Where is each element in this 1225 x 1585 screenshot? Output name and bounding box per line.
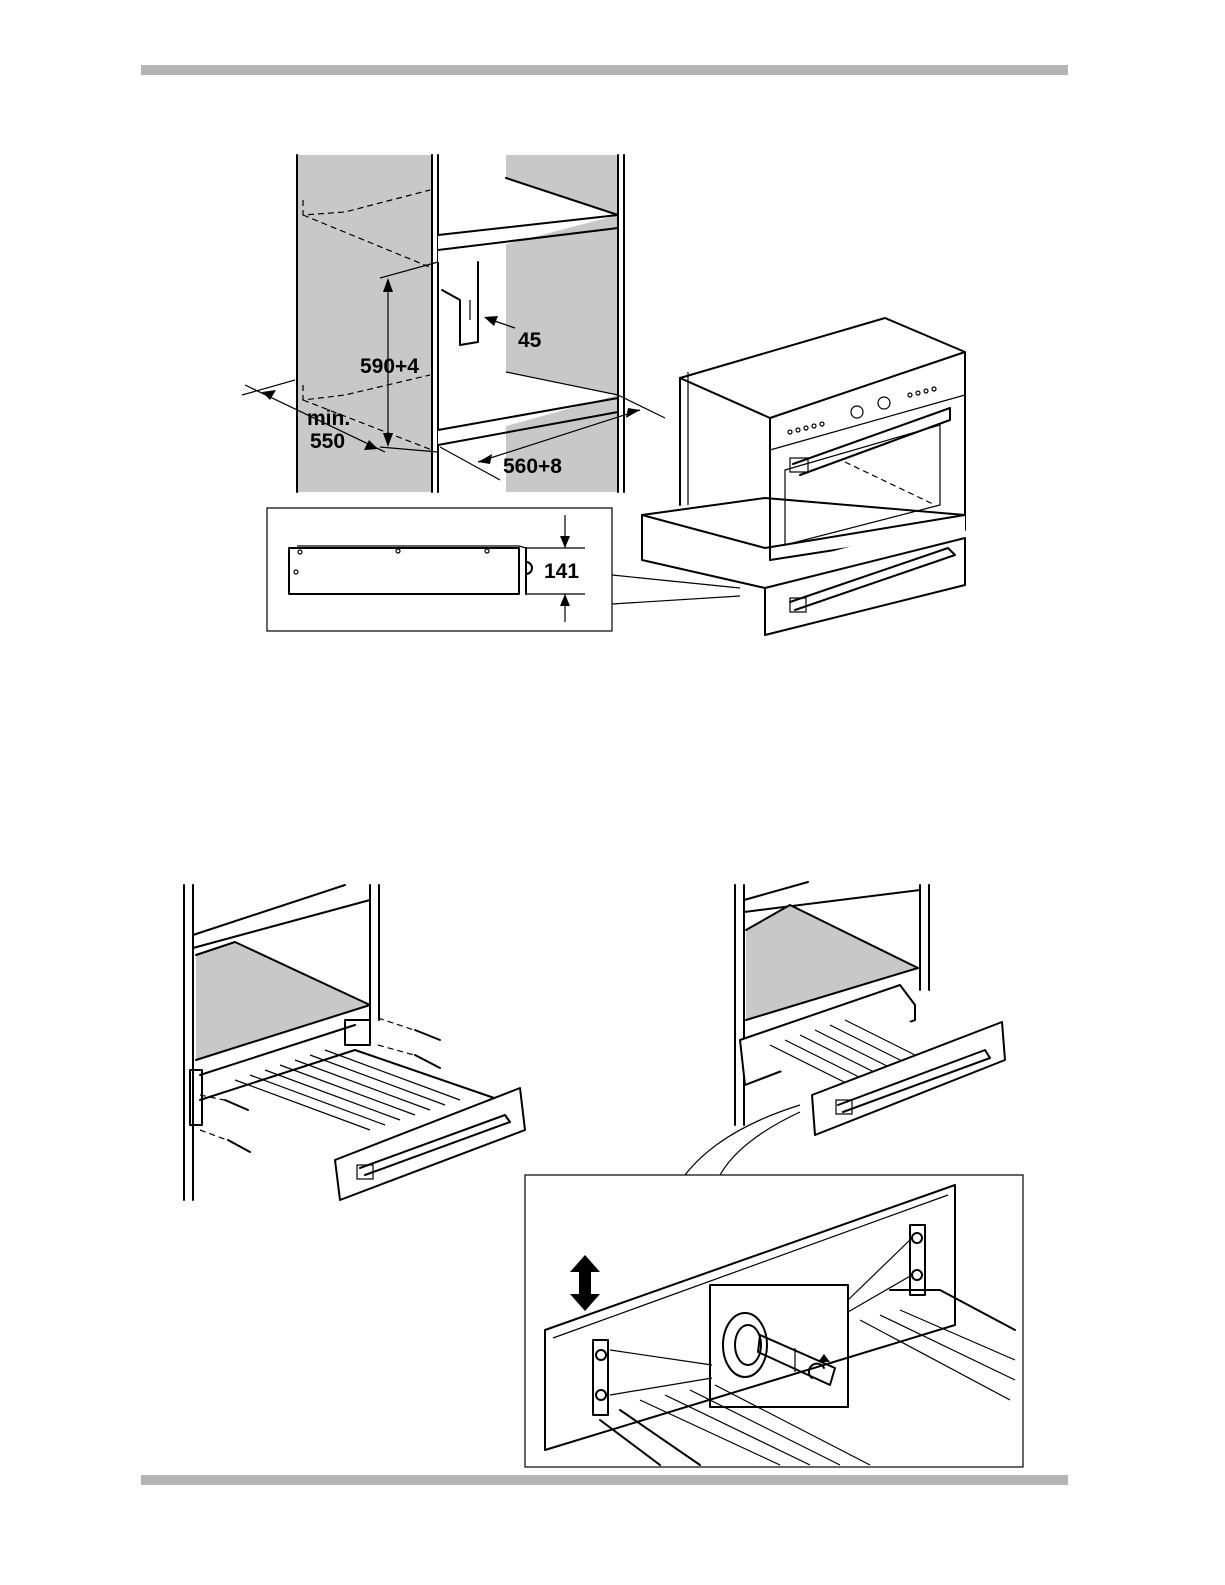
niche-cabinet-figure [242,155,665,492]
niche-width-label: 560+8 [503,455,562,478]
oven-appliance [680,318,965,560]
front-panel-detail-inset [525,1175,1023,1467]
bracket-offset-label: 45 [518,329,542,352]
height-adjust-figure [685,882,1005,1175]
depth-min-label: min. [307,407,350,430]
drawer-height-label: 141 [544,560,579,583]
screw-fixing-figure [184,885,525,1200]
drawer-side-inset [267,508,740,631]
depth-value-label: 550 [310,430,345,453]
warming-drawer-under-oven [642,498,965,635]
niche-height-label: 590+4 [360,355,419,378]
